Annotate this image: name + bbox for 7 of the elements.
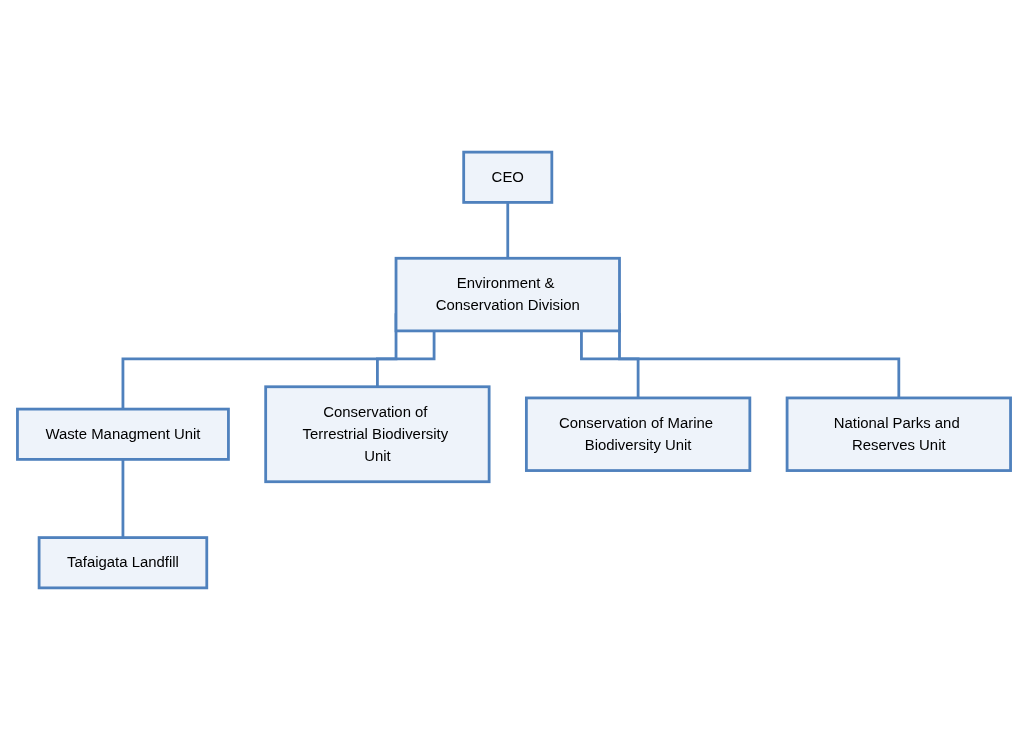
node-box: CEO (462, 150, 554, 204)
node-box: Conservation of Terrestrial Biodiversity Unit (264, 385, 491, 484)
node-box: Tafaigata Landfill (37, 536, 209, 590)
node-box: Environment & Conservation Division (394, 256, 621, 333)
node-box: Waste Managment Unit (16, 407, 230, 461)
node-box: National Parks and Reserves Unit (785, 396, 1012, 472)
node-box: Conservation of Marine Biodiversity Unit (525, 396, 752, 472)
